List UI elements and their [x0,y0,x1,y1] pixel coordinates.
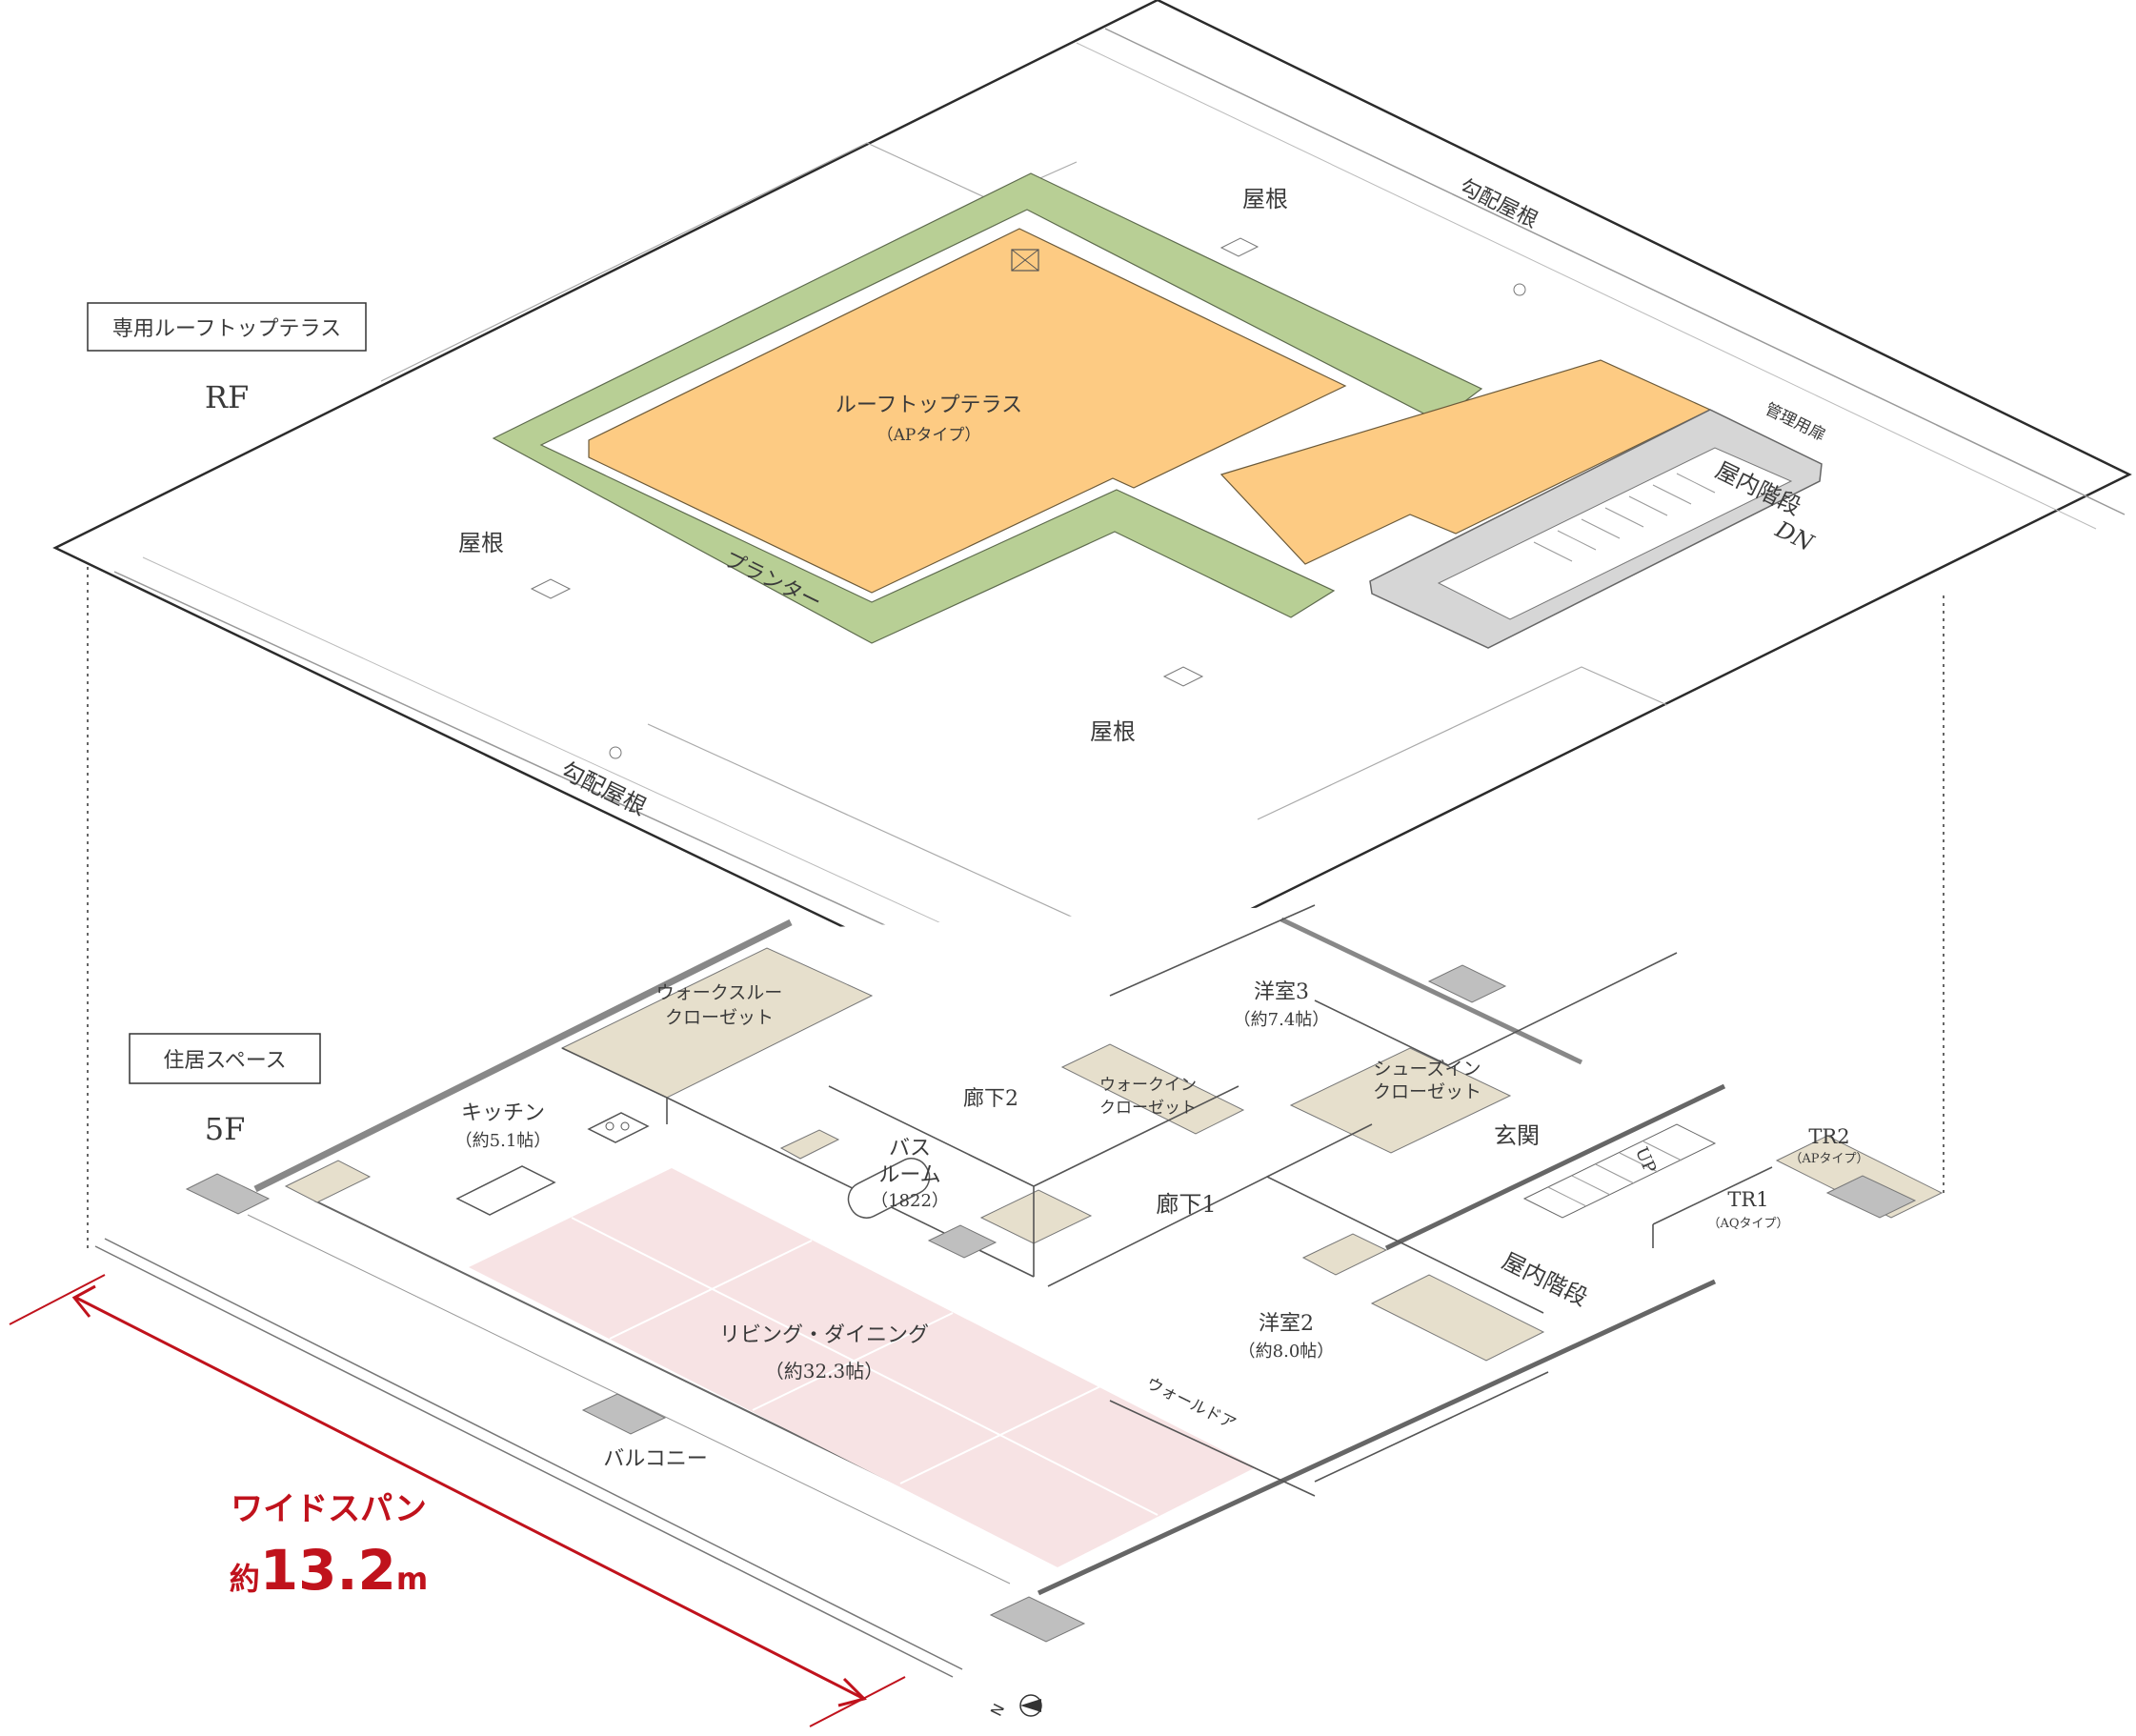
span-arrow-line [75,1296,863,1700]
terrace-type-label: （APタイプ） [877,426,981,445]
roof-hatch-1 [1219,237,1259,257]
western2-closet [1370,1274,1545,1362]
western3-size-label: （約7.4帖） [1234,1010,1330,1030]
corridor1-label: 廊下1 [1156,1191,1216,1218]
tr2-label: TR2 [1808,1125,1849,1148]
columns [185,964,1917,1643]
compass-arrow-icon [1020,1699,1041,1712]
rf-stair-well [1437,447,1793,620]
f5-wall-bottom-right [1037,1279,1717,1596]
terrace-label: ルーフトップテラス [836,394,1022,417]
shoesin-label-2: クローゼット [1373,1081,1481,1102]
walkthrough-label-1: ウォークスルー [656,982,782,1003]
entrance-label: 玄関 [1494,1122,1540,1149]
compass-north-label: N [987,1701,1008,1719]
f5-wall-top-left [253,918,793,1193]
kitchen-size-label: （約5.1帖） [455,1131,552,1151]
roof-drain-2 [609,746,622,759]
balcony-rail-outer [94,1245,954,1678]
f5-badge: 住居スペース 5F [129,1033,321,1147]
corridor2-label: 廊下2 [963,1087,1018,1111]
rf-stair-treads [1533,473,1716,562]
kitchen-sink [455,1165,556,1216]
f5-floor-code: 5F [205,1111,246,1147]
bathtub [847,1158,931,1219]
kitchen-label: キッチン [461,1101,545,1125]
f5-plate [94,904,1944,1678]
span-annotation: ワイドスパン 約13.2m [9,1274,906,1727]
f5-badge-label: 住居スペース [163,1049,286,1073]
bath-size-label: （1822） [871,1191,949,1211]
kitchen-pantry [284,1160,372,1203]
living-size-label: （約32.3帖） [765,1360,884,1383]
roof-top-label: 屋根 [1242,186,1288,212]
span-prefix: 約 [230,1561,260,1597]
tr1-type-label: （AQタイプ） [1707,1217,1788,1231]
rf-sloped-band-top-inner [1076,42,2097,530]
span-unit: m [396,1561,428,1597]
roof-drain-1 [1513,283,1526,296]
walkin-label-2: クローゼット [1099,1099,1197,1118]
rf-floor-code: RF [205,379,249,415]
alignment-guides [87,567,1945,1644]
rf-sloped-band-top [1104,28,2126,515]
roof-hatch-3 [1162,666,1204,687]
shoesin-closet [1289,1047,1512,1154]
balcony-label: バルコニー [603,1447,708,1471]
western2-label: 洋室2 [1259,1312,1314,1336]
f5-stair-treads [1547,1141,1683,1207]
living-label: リビング・ダイニング [719,1323,929,1347]
tr2-type-label: （APタイプ） [1789,1152,1868,1166]
terrace-drain-marker [1011,249,1039,272]
living-floor [469,1168,1256,1567]
terrace-right [1219,359,1712,565]
roof-hatch-2 [530,578,572,599]
walkthrough-label-2: クローゼット [665,1007,774,1028]
rf-plate [52,0,2132,1019]
planter [492,172,1483,644]
span-tick-left [9,1274,106,1325]
terrace-main [588,228,1347,594]
tr1-label: TR1 [1727,1188,1768,1211]
span-arrowhead-left [71,1284,96,1318]
rf-inner-edge-right [1257,666,1668,820]
kitchen-storage [779,1129,840,1160]
rf-badge: 専用ルーフトップテラス RF [87,302,367,415]
corridor-storage [979,1189,1093,1244]
span-value: 13.2 [260,1538,396,1603]
rf-sloped-band-bottom-inner [142,556,1058,978]
western3-label: 洋室3 [1254,980,1309,1004]
washroom-storage [1301,1233,1388,1276]
span-label: ワイドスパン [231,1490,427,1528]
walkin-label-1: ウォークイン [1099,1076,1197,1095]
roof-bottom-label: 屋根 [1090,718,1136,745]
f5-wall-top-right [1280,917,1583,1065]
bath-label-2: ルーム [878,1163,940,1187]
rf-badge-label: 専用ルーフトップテラス [112,317,341,341]
f5-wall-stair [1384,1083,1726,1251]
bath-label-1: バス [889,1137,931,1161]
shoesin-label-1: シューズイン [1373,1059,1481,1080]
compass: N [987,1694,1042,1719]
roof-left-label: 屋根 [458,530,504,556]
cooktop [587,1112,650,1143]
f5-stair [1522,1123,1717,1219]
western2-size-label: （約8.0帖） [1239,1342,1335,1362]
walkin-closet [1060,1043,1245,1135]
span-arrowhead-right [837,1677,867,1707]
span-measure: 約13.2m [230,1538,428,1603]
